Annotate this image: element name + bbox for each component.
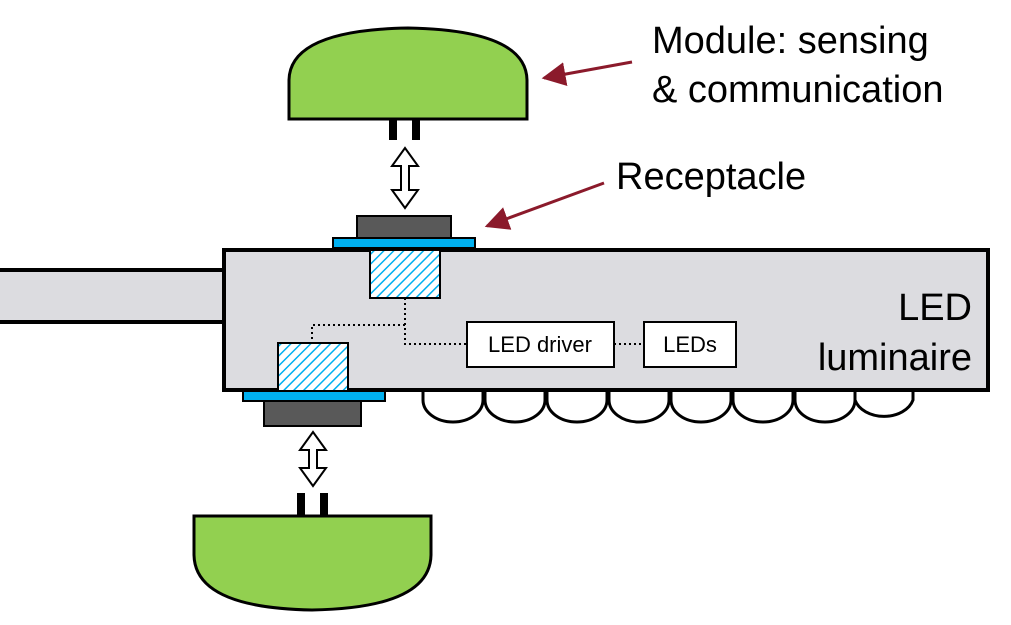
- module-pin: [389, 118, 397, 140]
- leds-label: LEDs: [663, 332, 717, 357]
- module-dome: [192, 514, 433, 612]
- luminaire-label-line2: luminaire: [818, 337, 972, 379]
- module-pin: [412, 118, 420, 140]
- bottom-module: [192, 493, 433, 612]
- receptacle-body: [356, 215, 452, 241]
- receptacle-socket: [369, 249, 441, 299]
- leds-box: [643, 321, 737, 368]
- receptacle-body: [263, 400, 362, 427]
- receptacle-socket: [277, 342, 349, 392]
- led-driver-box: [466, 321, 615, 368]
- module-pointer-arrow: [541, 60, 633, 86]
- receptacle-flange: [332, 237, 476, 249]
- module-label-line1: Module: sensing: [652, 20, 929, 62]
- led-array: [421, 390, 915, 424]
- module-pin: [297, 493, 305, 517]
- receptacle-flange: [242, 390, 386, 402]
- top-receptacle: [332, 215, 476, 299]
- double-arrow-icon: [298, 430, 328, 488]
- receptacle-pointer-arrow: [484, 181, 605, 230]
- bottom-receptacle: [242, 342, 386, 427]
- module-pin: [320, 493, 328, 517]
- wiring: [311, 298, 644, 345]
- module-label-line2: & communication: [652, 69, 943, 111]
- luminaire-label-line1: LED: [898, 287, 972, 329]
- module-dome: [287, 26, 529, 121]
- receptacle-label: Receptacle: [616, 156, 806, 198]
- led-driver-label: LED driver: [488, 332, 592, 357]
- pole-arm: [0, 268, 227, 324]
- top-module: [287, 26, 529, 140]
- double-arrow-icon: [390, 146, 420, 210]
